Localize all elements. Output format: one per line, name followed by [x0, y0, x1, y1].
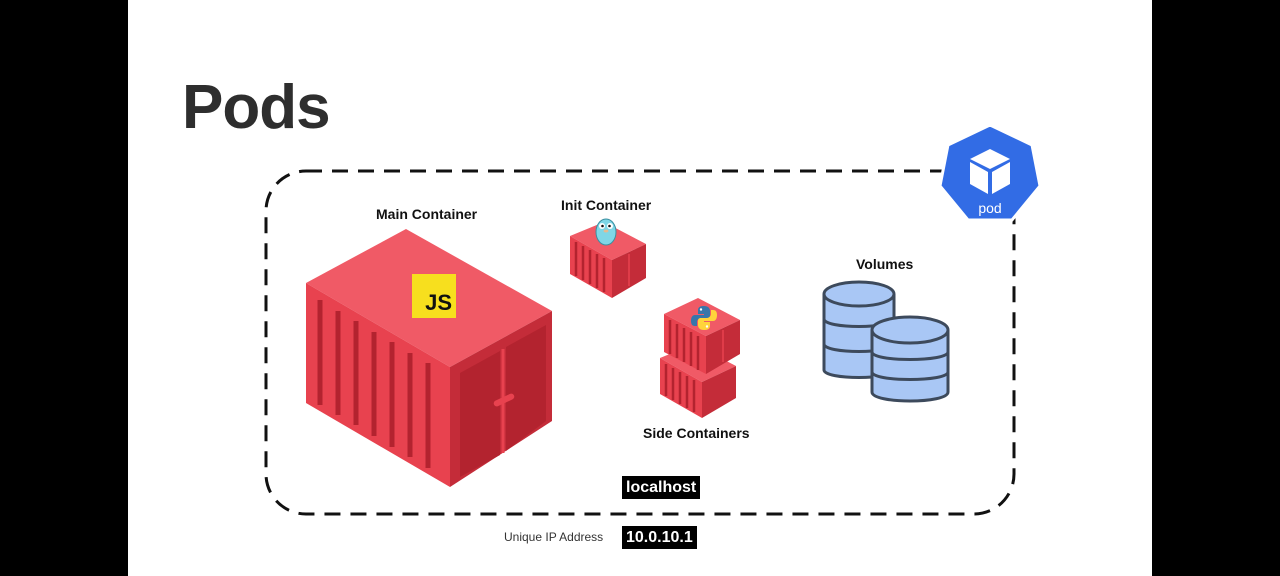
page-title: Pods	[182, 73, 331, 142]
main-container-icon	[306, 229, 552, 487]
side-containers-label: Side Containers	[643, 425, 750, 441]
python-logo-icon	[691, 306, 717, 330]
go-gopher-icon	[595, 218, 617, 246]
init-container-label: Init Container	[561, 197, 652, 213]
pod-badge-label: pod	[978, 200, 1001, 216]
javascript-logo-icon: JS	[412, 274, 456, 318]
slide: Pods pod Main Container Init Container V…	[128, 0, 1152, 576]
ip-caption: Unique IP Address	[504, 530, 604, 544]
js-logo-text: JS	[425, 290, 452, 315]
volumes-label: Volumes	[856, 256, 914, 272]
ip-address-tag: 10.0.10.1	[622, 526, 697, 549]
pod-boundary	[264, 169, 1016, 516]
main-container-label: Main Container	[376, 206, 478, 222]
pod-badge-icon: pod	[938, 123, 1042, 222]
localhost-tag: localhost	[622, 476, 701, 499]
volumes-database-icon	[822, 280, 950, 403]
